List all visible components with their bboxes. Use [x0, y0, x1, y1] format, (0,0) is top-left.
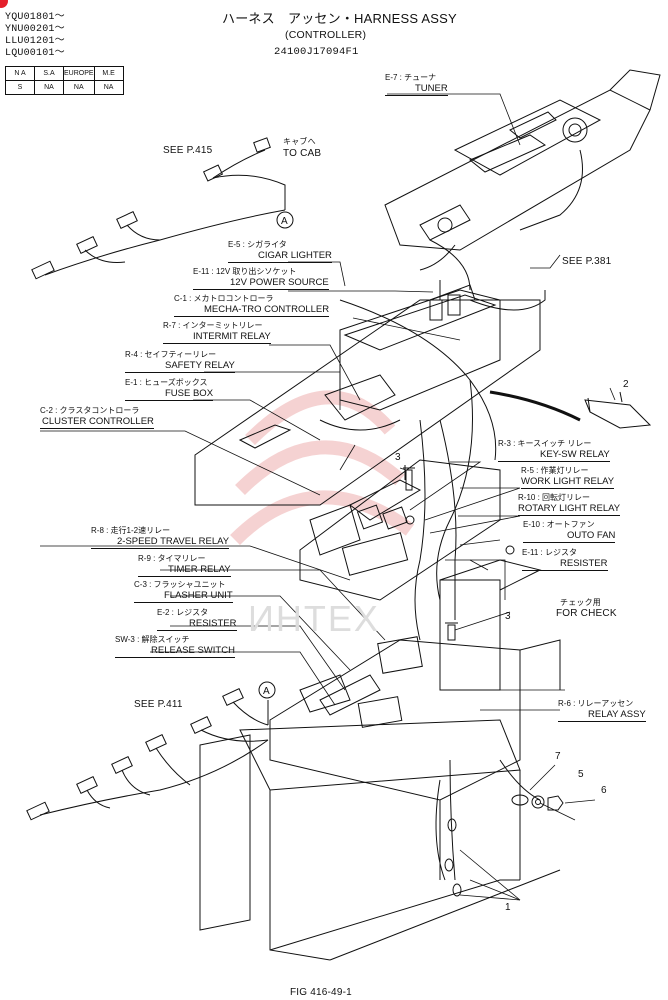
harness-lower: [26, 681, 276, 821]
part-number-1: 1: [505, 902, 511, 913]
spec-table: N A S.A EUROPE M.E S NA NA NA: [5, 66, 124, 95]
callout-r3-code: R-3 : キースイッチ リレー: [498, 439, 592, 448]
callout-sw3: SW-3 : 解除スイッチ RELEASE SWITCH: [115, 635, 235, 658]
title-part-number: 24100J17094F1: [274, 46, 359, 58]
spec-value-me: NA: [93, 80, 124, 95]
see-p415: SEE P.415: [163, 145, 213, 156]
callout-e2: E-2 : レジスタ RESISTER: [157, 608, 237, 631]
serial-4: LQU00101～: [5, 48, 65, 59]
part-number-6: 6: [601, 785, 607, 796]
parts-5-6-7: [511, 794, 564, 811]
see-p411: SEE P.411: [134, 699, 183, 710]
callout-r9: R-9 : タイマリレー TIMER RELAY: [138, 554, 231, 577]
callout-e1: E-1 : ヒューズボックス FUSE BOX: [125, 378, 214, 401]
part-number-7: 7: [555, 751, 561, 762]
callout-e10-name: OUTO FAN: [523, 530, 616, 543]
callout-e11b-code: E-11 : レジスタ: [522, 548, 577, 557]
callout-r4-name: SAFETY RELAY: [125, 360, 235, 373]
callout-r9-code: R-9 : タイマリレー: [138, 554, 206, 563]
to-cab-jp: キャブへ: [283, 137, 316, 146]
watermark-text: ИНТЕХ: [248, 598, 380, 639]
callout-e1-code: E-1 : ヒューズボックス: [125, 378, 208, 387]
callout-e7-code: E-7 : チューナ: [385, 73, 437, 82]
callout-c3-name: FLASHER UNIT: [134, 590, 233, 603]
callout-r10-name: ROTARY LIGHT RELAY: [518, 503, 621, 516]
callout-r6-code: R-6 : リレーアッセン: [558, 699, 634, 708]
corner-marker: [0, 0, 8, 8]
part-number-2: 2: [623, 379, 629, 390]
callout-e11b-name: RESISTER: [522, 558, 608, 571]
callout-c2-name: CLUSTER CONTROLLER: [40, 416, 154, 429]
callout-sw3-name: RELEASE SWITCH: [115, 645, 235, 658]
callout-e7-name: TUNER: [385, 83, 448, 96]
callout-e5-name: CIGAR LIGHTER: [228, 250, 332, 263]
callout-r6-name: RELAY ASSY: [558, 709, 646, 722]
callout-e5-code: E-5 : シガライタ: [228, 240, 287, 249]
callout-e1-name: FUSE BOX: [125, 388, 214, 401]
callout-e5: E-5 : シガライタ CIGAR LIGHTER: [228, 240, 332, 263]
callout-c3-code: C-3 : フラッシャユニット: [134, 580, 226, 589]
part-number-3-upper: 3: [395, 452, 401, 463]
for-check-jp: チェック用: [560, 598, 601, 607]
spec-value-sa: NA: [34, 80, 64, 95]
callout-e11a-name: 12V POWER SOURCE: [193, 277, 329, 290]
title-main: ハーネス アッセン・HARNESS ASSY: [222, 11, 457, 26]
controller-plate: [194, 284, 541, 506]
part-2-bracket: [584, 391, 652, 429]
callout-r8-code: R-8 : 走行1-2速リレー: [91, 526, 171, 535]
callout-c2-code: C-2 : クラスタコントローラ: [40, 406, 140, 415]
to-cab: TO CAB: [283, 148, 322, 159]
part-number-5: 5: [578, 769, 584, 780]
logo-watermark: [230, 390, 415, 545]
callout-r3: R-3 : キースイッチ リレー KEY-SW RELAY: [498, 439, 610, 462]
callout-r5-name: WORK LIGHT RELAY: [521, 476, 615, 489]
serial-1: YQU01801～: [5, 12, 65, 23]
callout-e7: E-7 : チューナ TUNER: [385, 73, 448, 96]
callout-r5-code: R-5 : 作業灯リレー: [521, 466, 589, 475]
callout-r8-name: 2-SPEED TRAVEL RELAY: [91, 536, 230, 549]
connector-a-lower: A: [263, 686, 270, 697]
figure-label: FIG 416-49-1: [290, 987, 352, 998]
callout-r9-name: TIMER RELAY: [138, 564, 231, 577]
callout-e2-name: RESISTER: [157, 618, 237, 631]
callout-c3: C-3 : フラッシャユニット FLASHER UNIT: [134, 580, 233, 603]
callout-r5: R-5 : 作業灯リレー WORK LIGHT RELAY: [521, 466, 615, 489]
harness-upper: [31, 137, 294, 280]
callout-sw3-code: SW-3 : 解除スイッチ: [115, 635, 190, 644]
see-p381: SEE P.381: [562, 256, 612, 267]
title-sub: (CONTROLLER): [285, 29, 367, 41]
connector-a-upper: A: [281, 216, 288, 227]
callout-r7: R-7 : インターミットリレー INTERMIT RELAY: [163, 321, 271, 344]
callout-c1-code: C-1 : メカトロコントローラ: [174, 294, 274, 303]
callout-e11a-code: E-11 : 12V 取り出シソケット: [193, 267, 297, 276]
callout-c1: C-1 : メカトロコントローラ MECHA-TRO CONTROLLER: [174, 294, 330, 317]
callout-c1-name: MECHA-TRO CONTROLLER: [174, 304, 330, 317]
for-check: FOR CHECK: [556, 608, 617, 619]
callout-r3-name: KEY-SW RELAY: [498, 449, 610, 462]
callout-r10-code: R-10 : 回転灯リレー: [518, 493, 591, 502]
callout-r10: R-10 : 回転灯リレー ROTARY LIGHT RELAY: [518, 493, 621, 516]
callout-r7-name: INTERMIT RELAY: [163, 331, 271, 344]
callout-r6: R-6 : リレーアッセン RELAY ASSY: [558, 699, 646, 722]
callout-r4: R-4 : セイフティーリレー SAFETY RELAY: [125, 350, 235, 373]
callout-e10-code: E-10 : オートファン: [523, 520, 595, 529]
callout-r4-code: R-4 : セイフティーリレー: [125, 350, 217, 359]
part-number-3-lower: 3: [505, 611, 511, 622]
callout-r7-code: R-7 : インターミットリレー: [163, 321, 263, 330]
serial-3: LLU01201～: [5, 36, 65, 47]
serial-2: YNU00201～: [5, 24, 65, 35]
callout-c2: C-2 : クラスタコントローラ CLUSTER CONTROLLER: [40, 406, 154, 429]
bolt-upper: [403, 467, 415, 491]
callout-e2-code: E-2 : レジスタ: [157, 608, 209, 617]
callout-e11b: E-11 : レジスタ RESISTER: [522, 548, 608, 571]
tuner-console: [384, 69, 661, 291]
callout-e11a: E-11 : 12V 取り出シソケット 12V POWER SOURCE: [193, 267, 329, 290]
leader-lines: [40, 93, 616, 901]
harness-wires: [339, 280, 546, 897]
callout-e10: E-10 : オートファン OUTO FAN: [523, 520, 616, 543]
callout-r8: R-8 : 走行1-2速リレー 2-SPEED TRAVEL RELAY: [91, 526, 230, 549]
relay-assy-frame: [199, 559, 561, 961]
bolt-lower: [445, 622, 458, 641]
